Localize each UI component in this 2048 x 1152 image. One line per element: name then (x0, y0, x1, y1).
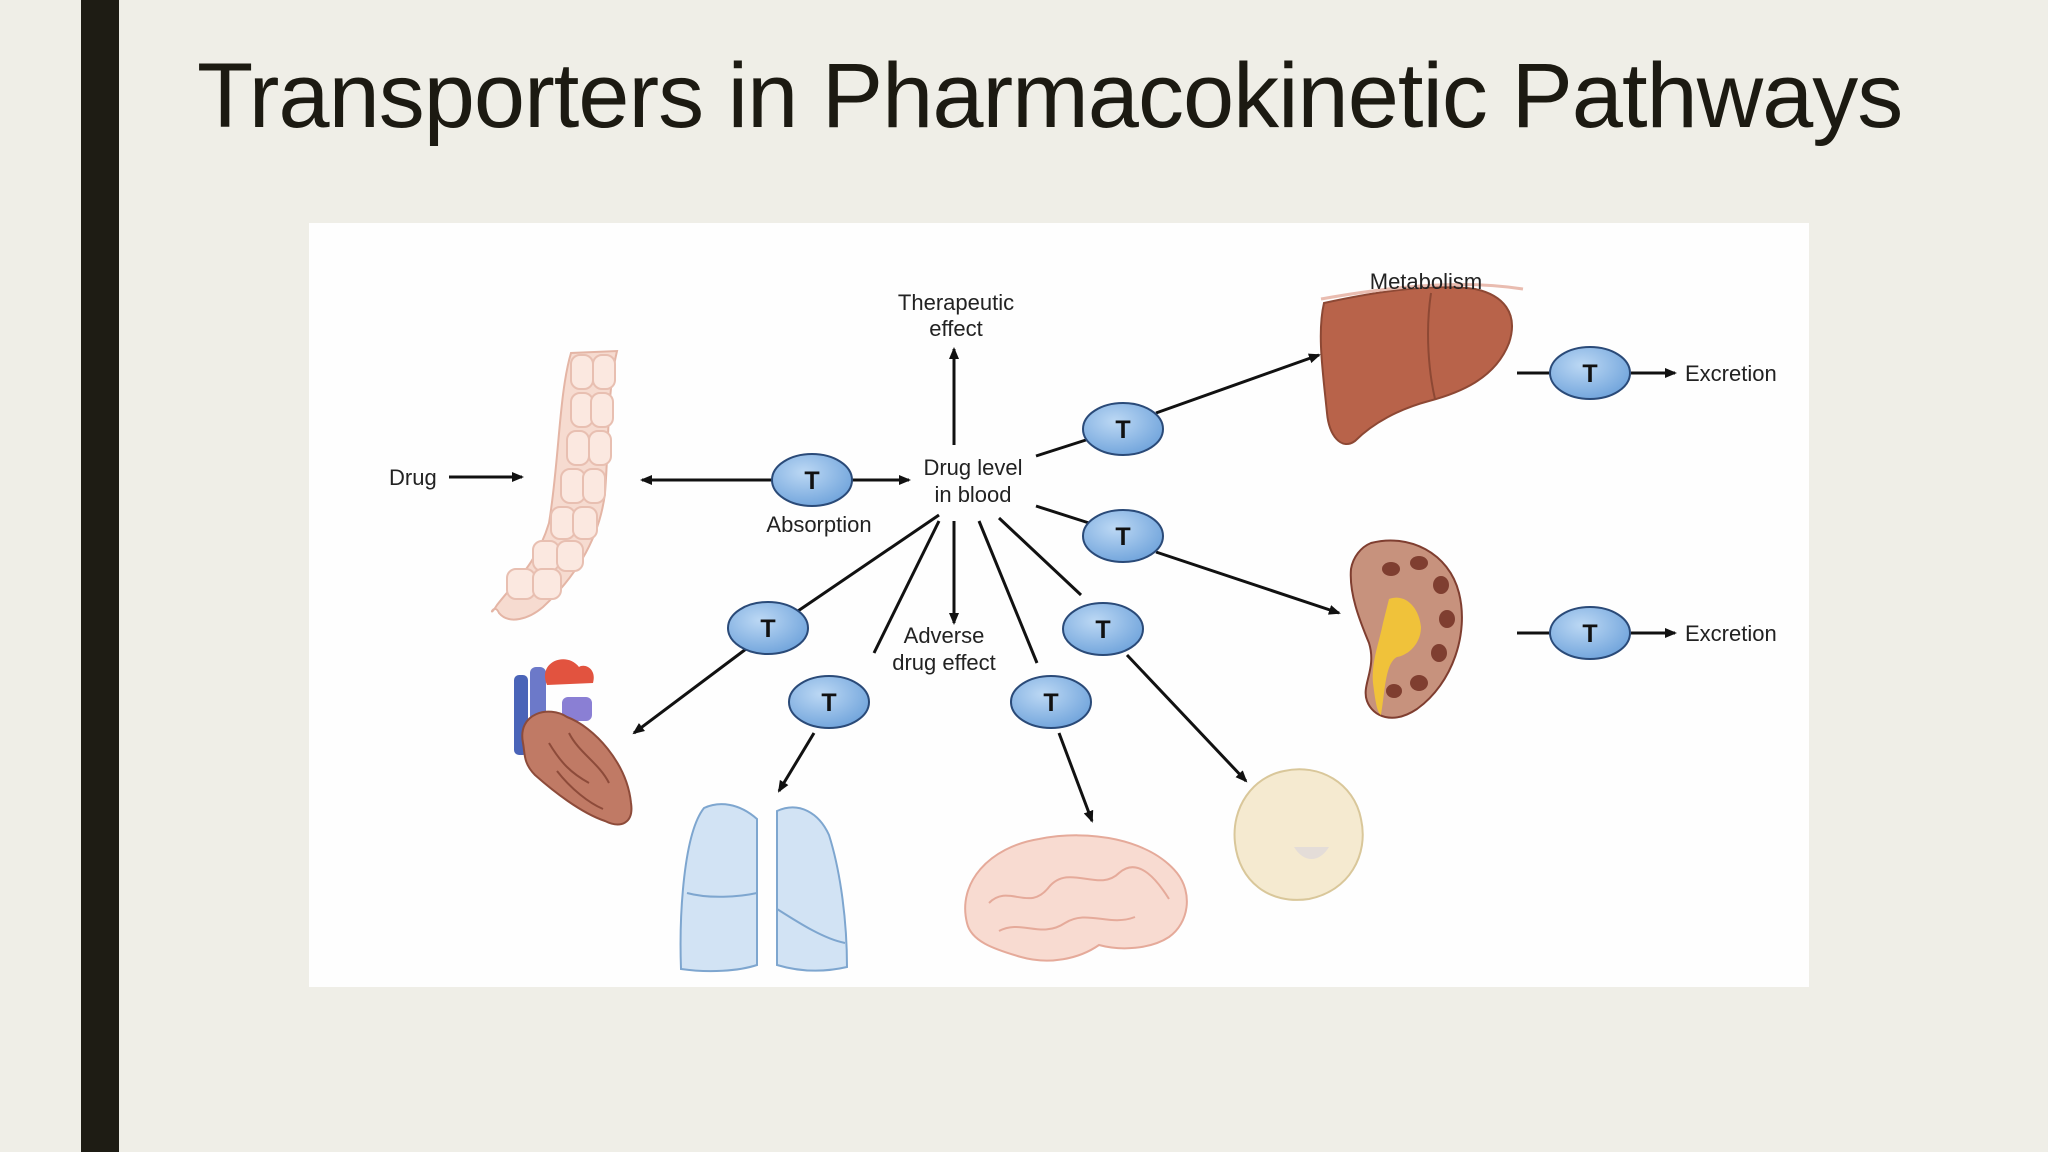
center-label-line1: Drug level (923, 455, 1022, 480)
kidney-arrow-a (1035, 504, 1090, 525)
tumor-arrow-b (1125, 653, 1248, 783)
lungs-icon (679, 803, 849, 973)
excretion-kidney-label: Excretion (1685, 621, 1777, 646)
transporter-brain: T (1010, 675, 1092, 729)
svg-text:T: T (1582, 620, 1597, 648)
svg-text:T: T (804, 467, 819, 495)
excretion-liver-label: Excretion (1685, 361, 1777, 386)
therapeutic-label-line2: effect (929, 316, 982, 341)
transporter-lungs: T (788, 675, 870, 729)
drug-label: Drug (389, 465, 437, 490)
center-label-line2: in blood (934, 482, 1011, 507)
svg-text:T: T (1115, 523, 1130, 551)
kidney-arrow-b (1155, 550, 1341, 615)
svg-text:T: T (821, 689, 836, 717)
liver-arrow-b (1155, 353, 1321, 415)
tumor-arrow-a (997, 516, 1083, 597)
therapeutic-label-line1: Therapeutic (898, 290, 1014, 315)
lungs-arrow-b (777, 732, 816, 793)
transporter-liver-excretion: T (1549, 346, 1631, 400)
svg-text:T: T (1115, 416, 1130, 444)
brain-arrow-a (977, 520, 1039, 664)
brain-icon (964, 834, 1188, 962)
transporter-heart: T (727, 601, 809, 655)
intestine-icon (490, 349, 619, 621)
brain-arrow-b (1057, 732, 1094, 823)
lungs-arrow-a (872, 520, 941, 654)
svg-text:T: T (1043, 689, 1058, 717)
heart-arrow-a (794, 513, 940, 615)
transporter-absorption: T (771, 453, 853, 507)
svg-text:T: T (1095, 616, 1110, 644)
heart-arrow-b (632, 647, 747, 735)
pharmacokinetic-diagram: T T T T T T T T T Drug Absorption Drug l… (309, 223, 1809, 987)
slide-title: Transporters in Pharmacokinetic Pathways (197, 45, 1903, 147)
tumor-icon (1233, 768, 1364, 901)
transporter-kidney-excretion: T (1549, 606, 1631, 660)
svg-text:T: T (1582, 360, 1597, 388)
kidney-icon (1349, 539, 1463, 719)
adverse-label-line1: Adverse (904, 623, 985, 648)
diagram-canvas: T T T T T T T T T Drug Absorption Drug l… (389, 269, 1777, 973)
liver-arrow-a (1035, 437, 1090, 458)
accent-bar (81, 0, 119, 1152)
metabolism-label: Metabolism (1370, 269, 1482, 294)
adverse-label-line2: drug effect (892, 650, 996, 675)
liver-icon (1319, 282, 1524, 445)
transporter-kidney: T (1082, 509, 1164, 563)
transporter-tumor: T (1062, 602, 1144, 656)
heart-icon (514, 659, 633, 826)
transporter-liver: T (1082, 402, 1164, 456)
svg-text:T: T (760, 615, 775, 643)
absorption-label: Absorption (766, 512, 871, 537)
